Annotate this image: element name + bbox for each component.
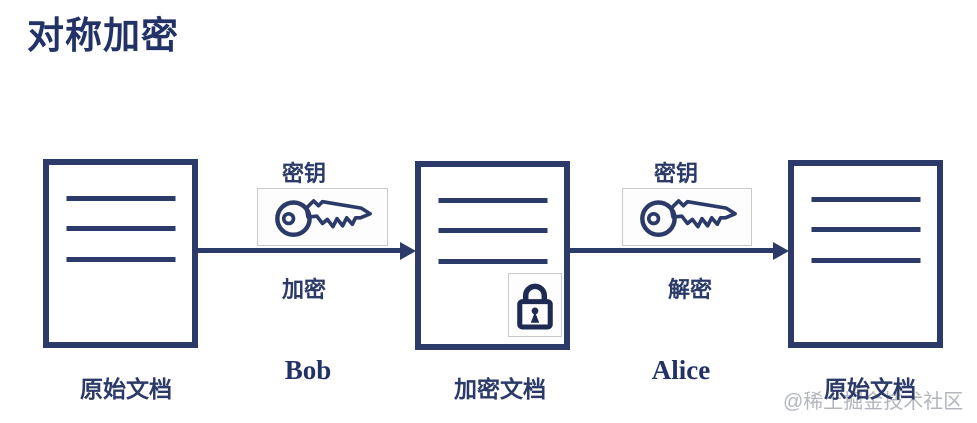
action-label-encrypt: 加密 (281, 277, 327, 302)
encrypt-arrow-head (400, 242, 416, 260)
key-image-box-decrypt (622, 188, 752, 246)
document-text-line (438, 198, 547, 203)
document-text-line (66, 257, 175, 262)
document-text-line (66, 196, 175, 201)
document-label-original-left: 原始文档 (80, 376, 172, 402)
document-label-original-right: 原始文档 (824, 376, 916, 402)
key-image-box-encrypt (257, 188, 388, 246)
page-title: 对称加密 (27, 15, 179, 56)
document-encrypted (415, 161, 570, 350)
actor-label-alice: Alice (651, 355, 711, 385)
document-text-line (811, 227, 920, 232)
watermark-text: @稀土掘金技术社区 (783, 391, 964, 413)
lock-image-box (508, 273, 562, 337)
key-label-encrypt: 密钥 (281, 161, 327, 186)
lock-icon (517, 283, 553, 330)
document-original-right (788, 160, 943, 348)
document-text-line (438, 259, 547, 264)
document-text-line (811, 258, 920, 263)
document-text-line (811, 197, 920, 202)
document-original-left (43, 159, 198, 348)
document-text-line (438, 228, 547, 233)
document-label-encrypted: 加密文档 (454, 376, 546, 402)
action-label-decrypt: 解密 (667, 277, 713, 302)
key-icon (639, 199, 737, 237)
key-icon (275, 199, 372, 237)
document-text-line (66, 226, 175, 231)
actor-label-bob: Bob (284, 355, 332, 385)
encrypt-arrow (198, 248, 402, 253)
decrypt-arrow-head (773, 242, 789, 260)
decrypt-arrow (570, 248, 775, 253)
key-label-decrypt: 密钥 (653, 161, 699, 186)
